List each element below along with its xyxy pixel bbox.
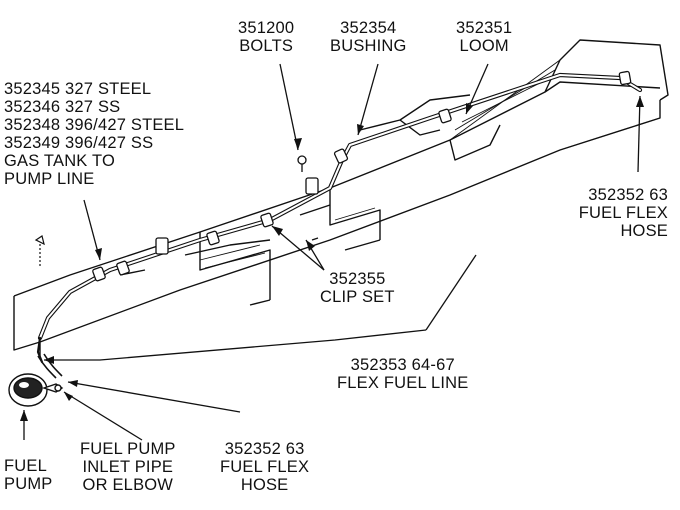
callout-fuel-pump: FUEL PUMP	[4, 457, 53, 493]
flex-hose-front	[37, 353, 63, 379]
callout-bushing: 352354 BUSHING	[330, 19, 407, 55]
fuel-pump-shape	[8, 373, 64, 407]
callout-loom: 352351 LOOM	[456, 19, 513, 55]
leader-lines	[23, 63, 641, 441]
loose-bolt	[34, 235, 45, 266]
line-clips	[92, 70, 632, 282]
callout-clip-set: 352355 CLIP SET	[320, 270, 395, 306]
callout-inlet-pipe: FUEL PUMP INLET PIPE OR ELBOW	[80, 440, 176, 494]
callout-flex-fuel-line: 352353 64-67 FLEX FUEL LINE	[337, 356, 469, 392]
callout-tank-line: 352345 327 STEEL 352346 327 SS 352348 39…	[4, 80, 185, 188]
callout-bolts: 351200 BOLTS	[238, 19, 295, 55]
fuel-line	[36, 72, 643, 364]
leader-arrows	[20, 96, 644, 421]
callout-rear-flex-hose: 352352 63 FUEL FLEX HOSE	[578, 186, 668, 240]
callout-front-flex-hose: 352352 63 FUEL FLEX HOSE	[220, 440, 310, 494]
